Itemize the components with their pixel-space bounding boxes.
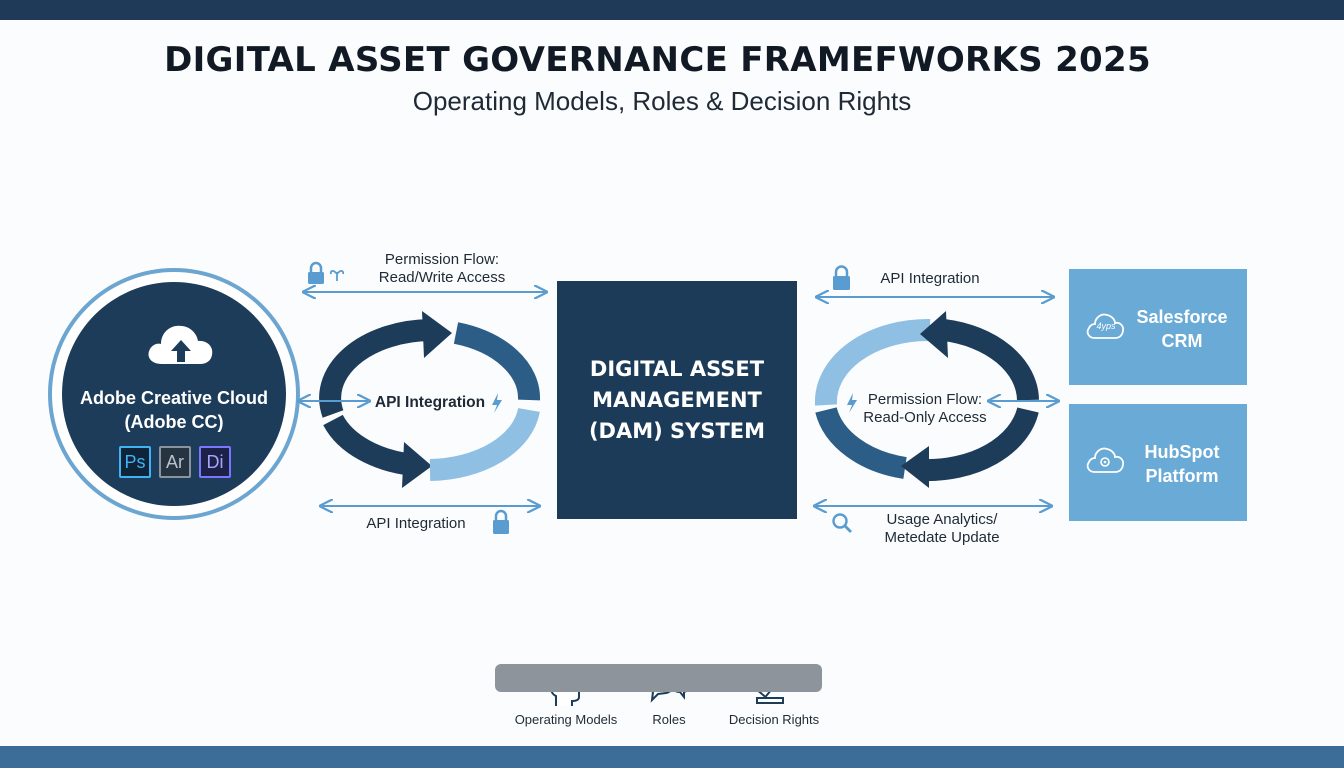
lock-icon — [308, 261, 324, 284]
aero-icon: Ar — [159, 446, 191, 478]
lock-icon — [833, 265, 850, 290]
photoshop-icon: Ps — [119, 446, 151, 478]
right-middle-flow-label: Permission Flow: Read-Only Access — [854, 391, 996, 427]
sprout-icon — [329, 270, 345, 281]
salesforce-cloud-icon — [1086, 313, 1125, 339]
right-bottom-flow-label: Usage Analytics/ Metedate Update — [862, 511, 1022, 547]
dam-line-3: (DAM) SYSTEM — [588, 418, 766, 443]
hubspot-cloud-icon — [1086, 447, 1125, 473]
page-subtitle: Operating Models, Roles & Decision Right… — [412, 86, 912, 116]
left-top-flow-line1: Permission Flow: — [384, 251, 500, 268]
lock-icon — [493, 509, 509, 534]
right-middle-flow-line2: Read-Only Access — [863, 409, 987, 426]
right-bottom-flow-line2: Metedate Update — [884, 529, 1000, 546]
analytics-search-icon — [832, 513, 852, 533]
bottom-banner — [0, 746, 1344, 768]
salesforce-name: Salesforce — [1136, 307, 1228, 327]
legend-roles: Roles — [652, 712, 686, 727]
cloud-upload-icon — [148, 325, 213, 364]
dimension-icon: Di — [199, 446, 231, 478]
adobe-cc-label: Adobe Creative Cloud (Adobe CC) — [62, 386, 286, 434]
hubspot-name: HubSpot — [1144, 442, 1220, 462]
hubspot-label: HubSpot Platform — [1127, 440, 1237, 488]
lightning-icon — [492, 393, 502, 413]
adobe-cc-node: Adobe Creative Cloud (Adobe CC) Ps Ar Di — [48, 268, 300, 520]
right-top-flow-label: API Integration — [880, 270, 980, 287]
salesforce-label: Salesforce CRM — [1127, 305, 1237, 353]
adobe-cc-disc: Adobe Creative Cloud (Adobe CC) Ps Ar Di — [62, 282, 286, 506]
legend-bar — [495, 664, 822, 692]
hubspot-platform-box: HubSpot Platform — [1069, 404, 1247, 521]
salesforce-crm-box: 4yps Salesforce CRM — [1069, 269, 1247, 385]
dam-line-2: MANAGEMENT — [592, 387, 762, 412]
right-bottom-flow-line1: Usage Analytics/ — [886, 511, 998, 528]
left-top-flow-label: Permission Flow: Read/Write Access — [364, 251, 520, 287]
salesforce-icon-text: 4yps — [1096, 321, 1116, 331]
dam-line-1: DIGITAL ASSET — [589, 356, 765, 381]
adobe-app-icons: Ps Ar Di — [119, 446, 231, 478]
adobe-cc-name: Adobe Creative Cloud — [79, 388, 269, 408]
legend-decision-rights: Decision Rights — [728, 712, 820, 727]
page-title: DIGITAL ASSET GOVERNANCE FRAMEFWORKS 202… — [164, 40, 1151, 80]
left-top-flow-line2: Read/Write Access — [378, 269, 506, 286]
left-bottom-flow-label: API Integration — [366, 515, 466, 532]
adobe-cc-abbrev: (Adobe CC) — [124, 412, 224, 432]
hubspot-type: Platform — [1145, 466, 1219, 486]
salesforce-type: CRM — [1161, 331, 1203, 351]
legend-operating-models: Operating Models — [514, 712, 618, 727]
left-middle-flow-label: API Integration — [374, 394, 486, 411]
dam-system-box: DIGITAL ASSET MANAGEMENT (DAM) SYSTEM — [557, 281, 797, 519]
top-banner — [0, 0, 1344, 20]
right-middle-flow-line1: Permission Flow: — [867, 391, 983, 408]
